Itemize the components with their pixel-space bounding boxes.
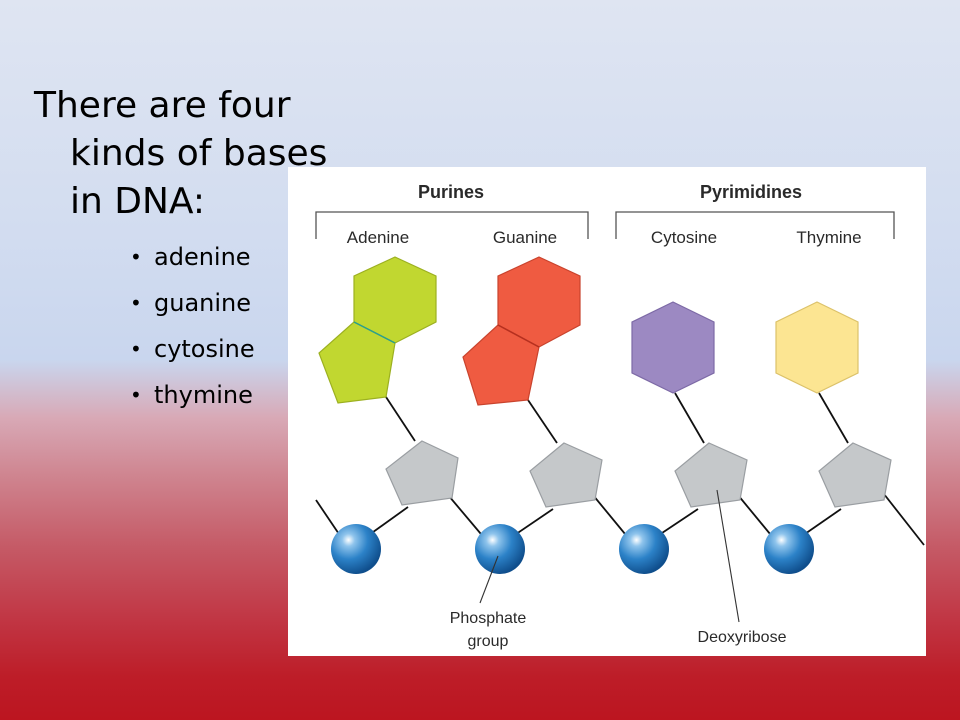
sugar-adenine [385, 440, 459, 506]
adenine-label: Adenine [347, 228, 409, 247]
cytosine-base [631, 301, 715, 394]
deoxyribose-callout-line [716, 489, 740, 623]
sugar-thymine [818, 442, 892, 508]
thymine-base [775, 301, 859, 394]
sugar-guanine [529, 442, 603, 508]
pyrimidines-header: Pyrimidines [700, 182, 802, 202]
phosphate-label-line1: Phosphate [450, 610, 527, 627]
bullet-thymine: thymine [130, 372, 334, 418]
adenine-base [318, 256, 437, 404]
guanine-base [462, 256, 581, 406]
pyrimidines-bracket [615, 211, 895, 239]
sugar-cytosine [674, 442, 748, 508]
bullet-cytosine: cytosine [130, 326, 334, 372]
guanine-label: Guanine [493, 228, 557, 247]
dna-diagram: Purines Pyrimidines Adenine Guanine Cyto… [315, 182, 925, 650]
deoxyribose-label: Deoxyribose [698, 629, 787, 646]
slide-heading: There are four kinds of bases in DNA: [34, 82, 334, 226]
base-list: adenine guanine cytosine thymine [34, 234, 334, 418]
slide-text: There are four kinds of bases in DNA: ad… [34, 82, 334, 418]
dna-bases-figure: Purines Pyrimidines Adenine Guanine Cyto… [288, 167, 926, 656]
phosphate-1 [331, 524, 381, 574]
phosphate-3 [619, 524, 669, 574]
bullet-adenine: adenine [130, 234, 334, 280]
heading-line-1: There are four [34, 85, 291, 126]
heading-line-2: kinds of bases [70, 133, 328, 174]
cytosine-label: Cytosine [651, 228, 717, 247]
phosphate-callout-line [479, 555, 499, 604]
phosphate-2 [475, 524, 525, 574]
thymine-label: Thymine [796, 228, 861, 247]
purines-header: Purines [418, 182, 484, 202]
bullet-guanine: guanine [130, 280, 334, 326]
phosphate-4 [764, 524, 814, 574]
sugar-group [385, 440, 892, 508]
purines-bracket [315, 211, 589, 239]
heading-line-3: in DNA: [70, 181, 206, 222]
phosphate-label-line2: group [468, 633, 509, 650]
